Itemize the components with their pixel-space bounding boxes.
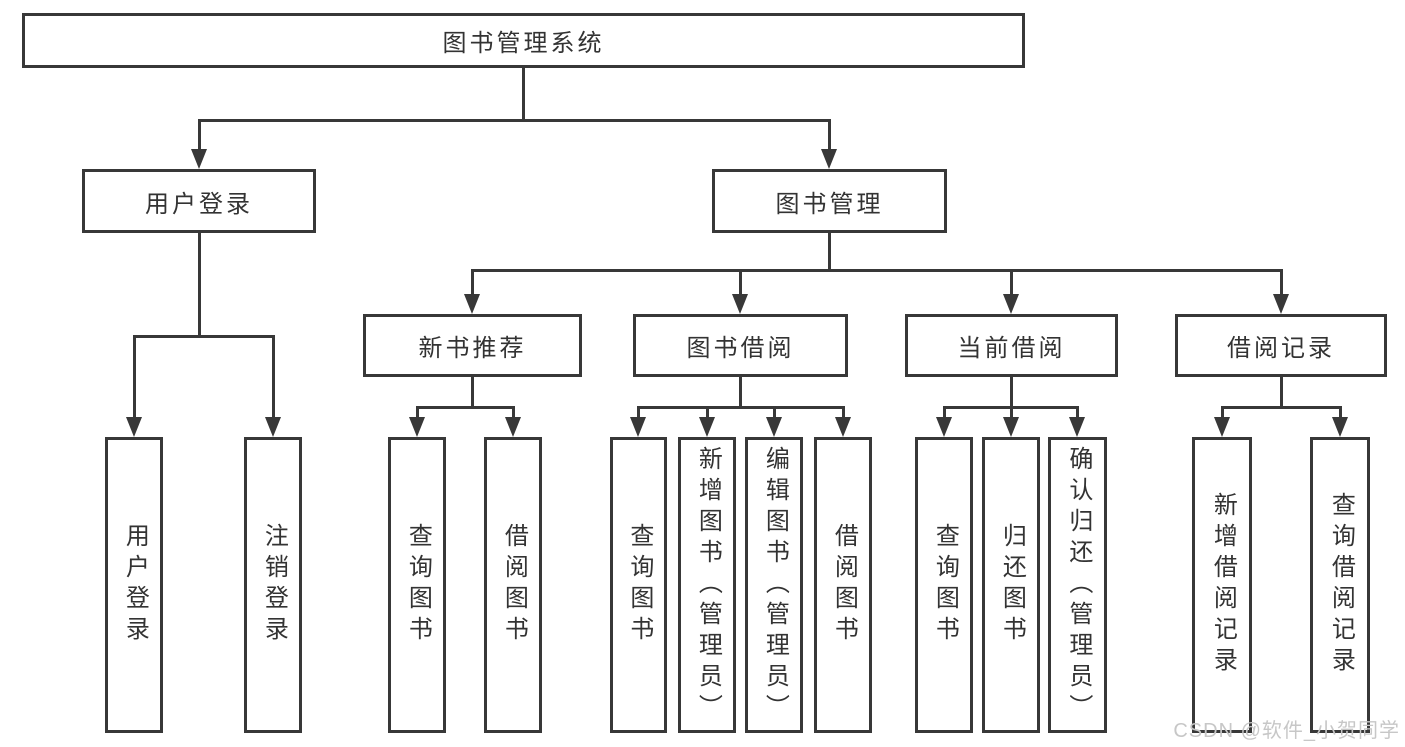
connector-drop (198, 120, 201, 153)
node-nbr-borrow: 借阅图书 (484, 437, 542, 733)
connector-drop (706, 407, 709, 421)
arrow-down-icon (630, 417, 646, 437)
connector-drop (943, 407, 946, 421)
node-label: 新增图书（管理员） (694, 445, 722, 725)
arrow-down-icon (409, 417, 425, 437)
node-label: 新增借阅记录 (1209, 492, 1237, 678)
connector-drop (272, 336, 275, 421)
connector-stem (471, 377, 474, 408)
node-new-book-rec: 新书推荐 (363, 314, 582, 377)
node-book-mgmt: 图书管理 (712, 169, 947, 233)
connector-drop (1076, 407, 1079, 421)
node-bb-edit: 编辑图书（管理员） (745, 437, 803, 733)
node-label: 归还图书 (998, 523, 1026, 647)
arrow-down-icon (1214, 417, 1230, 437)
node-label: 注销登录 (260, 523, 288, 647)
connector-stem (522, 68, 525, 121)
arrow-down-icon (464, 294, 480, 314)
node-user-login: 用户登录 (82, 169, 316, 233)
node-leaf-user-login: 用户登录 (105, 437, 163, 733)
connector-stem (739, 377, 742, 408)
connector-drop (842, 407, 845, 421)
connector-drop (512, 407, 515, 421)
node-bb-borrow: 借阅图书 (814, 437, 872, 733)
connector-stem (1280, 377, 1283, 408)
connector-stem (828, 233, 831, 271)
node-current-borrow: 当前借阅 (905, 314, 1118, 377)
node-cb-query: 查询图书 (915, 437, 973, 733)
connector-drop (637, 407, 640, 421)
node-label: 图书管理 (775, 190, 884, 218)
node-label: 用户登录 (121, 523, 149, 647)
node-label: 图书管理系统 (442, 30, 605, 57)
node-borrow-records: 借阅记录 (1175, 314, 1387, 377)
connector-branch (133, 335, 275, 338)
arrow-down-icon (699, 417, 715, 437)
connector-branch (1221, 406, 1342, 409)
arrow-down-icon (1332, 417, 1348, 437)
node-bb-add: 新增图书（管理员） (678, 437, 736, 733)
arrow-down-icon (126, 417, 142, 437)
node-label: 查询图书 (625, 523, 653, 647)
connector-drop (1221, 407, 1224, 421)
node-br-add: 新增借阅记录 (1192, 437, 1252, 733)
node-leaf-logout: 注销登录 (244, 437, 302, 733)
arrow-down-icon (732, 294, 748, 314)
node-root: 图书管理系统 (22, 13, 1025, 68)
connector-drop (739, 270, 742, 298)
node-label: 借阅图书 (500, 523, 528, 647)
arrow-down-icon (766, 417, 782, 437)
connector-drop (828, 120, 831, 153)
node-label: 确认归还（管理员） (1064, 445, 1092, 725)
connector-drop (773, 407, 776, 421)
node-label: 用户登录 (145, 190, 253, 218)
arrow-down-icon (1069, 417, 1085, 437)
watermark: CSDN @软件_小贺同学 (1173, 720, 1400, 742)
connector-drop (416, 407, 419, 421)
arrow-down-icon (265, 417, 281, 437)
arrow-down-icon (936, 417, 952, 437)
connector-drop (1010, 407, 1013, 421)
node-label: 查询借阅记录 (1327, 492, 1355, 678)
node-nbr-query: 查询图书 (388, 437, 446, 733)
node-label: 查询图书 (404, 523, 432, 647)
node-label: 查询图书 (931, 523, 959, 647)
node-label: 编辑图书（管理员） (761, 445, 789, 725)
node-br-query: 查询借阅记录 (1310, 437, 1370, 733)
arrow-down-icon (1003, 294, 1019, 314)
connector-stem (198, 233, 201, 337)
arrow-down-icon (505, 417, 521, 437)
node-label: 当前借阅 (957, 335, 1066, 362)
arrow-down-icon (821, 149, 837, 169)
node-book-borrow: 图书借阅 (633, 314, 848, 377)
arrow-down-icon (835, 417, 851, 437)
node-cb-return: 归还图书 (982, 437, 1040, 733)
node-label: 新书推荐 (418, 335, 527, 362)
connector-branch (416, 406, 515, 409)
connector-branch (198, 119, 831, 122)
node-label: 借阅图书 (830, 523, 858, 647)
connector-branch (637, 406, 845, 409)
connector-drop (1010, 270, 1013, 298)
node-label: 图书借阅 (686, 335, 795, 362)
arrow-down-icon (1003, 417, 1019, 437)
arrow-down-icon (191, 149, 207, 169)
connector-drop (471, 270, 474, 298)
connector-drop (1339, 407, 1342, 421)
node-label: 借阅记录 (1227, 335, 1335, 362)
connector-drop (133, 336, 136, 421)
node-cb-confirm: 确认归还（管理员） (1048, 437, 1107, 733)
node-bb-query: 查询图书 (610, 437, 667, 733)
connector-stem (1010, 377, 1013, 408)
connector-drop (1280, 270, 1283, 298)
arrow-down-icon (1273, 294, 1289, 314)
connector-branch (471, 269, 1283, 272)
